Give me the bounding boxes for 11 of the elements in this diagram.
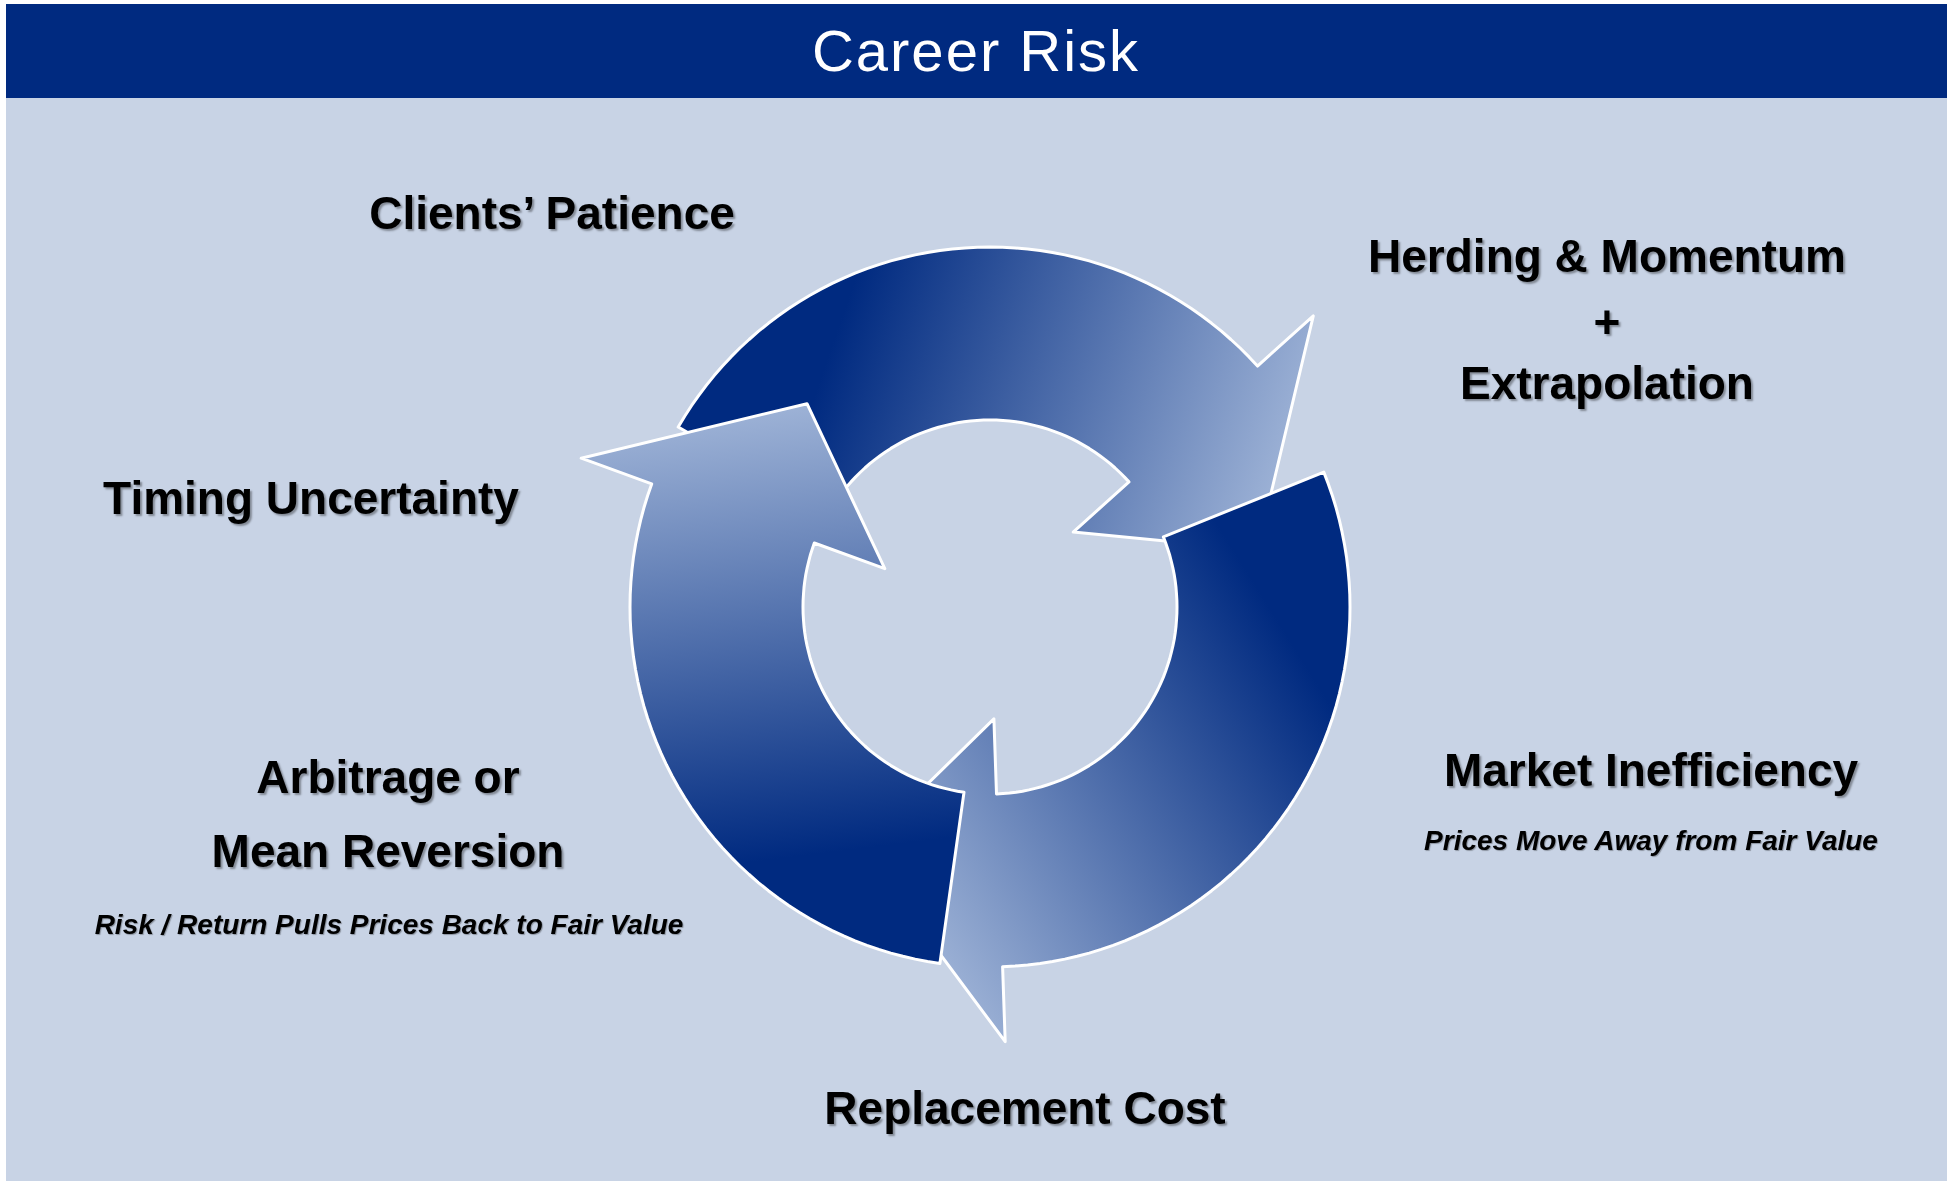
subtitle-text: Risk / Return Pulls Prices Back to Fair Value — [94, 909, 684, 941]
label-text: + — [1593, 295, 1621, 349]
label-text: Arbitrage or Mean Reversion — [210, 750, 566, 879]
label-text: Replacement Cost — [824, 1081, 1226, 1135]
label-text: Herding & Momentum — [1368, 229, 1846, 283]
label-text: Timing Uncertainty — [103, 471, 519, 525]
title: Career Risk — [811, 16, 1141, 84]
label-text: Clients’ Patience — [369, 186, 735, 240]
label-text: Extrapolation — [1460, 356, 1754, 410]
subtitle-text: Prices Move Away from Fair Value — [1424, 825, 1878, 857]
label-text: Market Inefficiency — [1443, 743, 1859, 797]
